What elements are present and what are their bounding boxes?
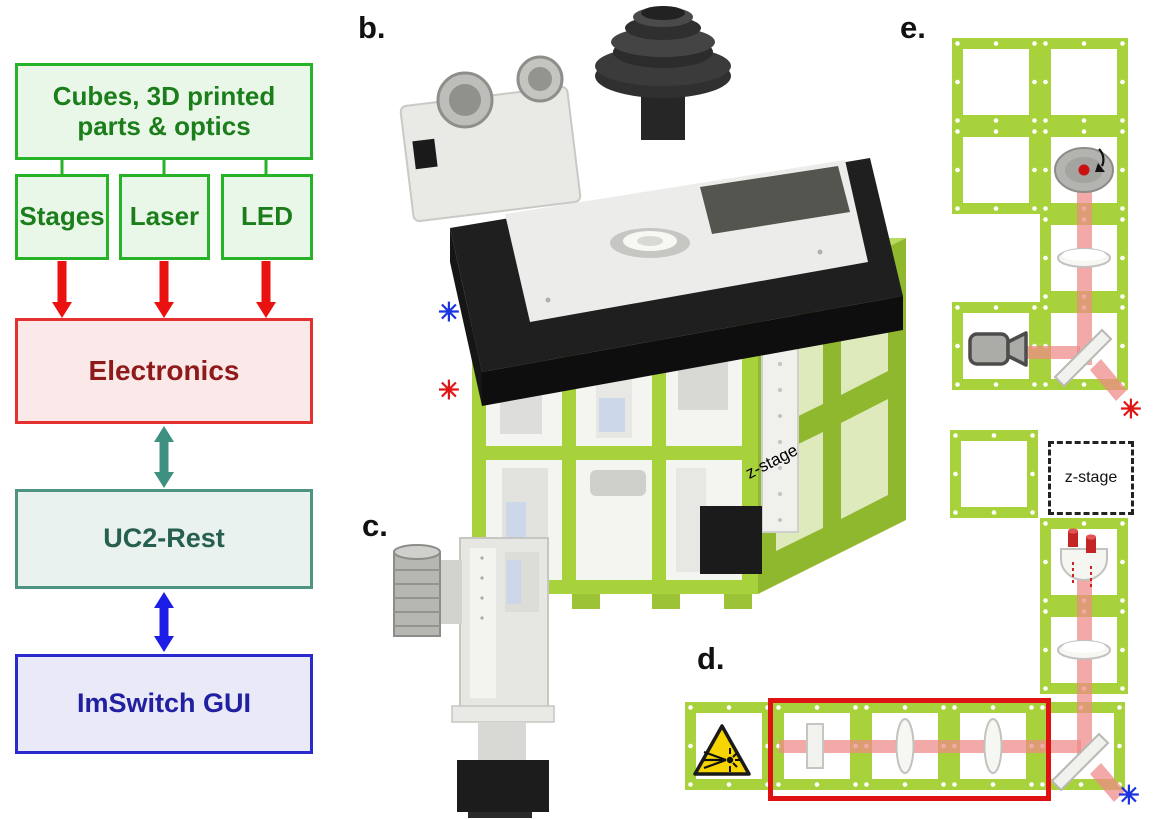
flow-box-laser: Laser (119, 174, 210, 260)
red-highlight-outline (768, 698, 1051, 801)
sample-stage-plate (505, 160, 868, 322)
mirror-45-icon (1050, 732, 1110, 792)
camera-icon (968, 331, 1028, 367)
motor-cylinder-icon (393, 544, 441, 637)
flow-box-cubes: Cubes, 3D printed parts & optics (15, 63, 313, 160)
mirror-45-icon (1053, 328, 1113, 388)
red-down-arrows (52, 261, 276, 318)
z-stage-dashed-box: z-stage (1048, 441, 1134, 515)
panel-label-b: b. (358, 10, 386, 45)
rotatable-mirror-icon (1054, 147, 1114, 193)
teal-double-arrow (154, 426, 174, 488)
laser-warning-icon (693, 724, 751, 776)
lens-icon (1057, 248, 1111, 268)
blue-asterisk-icon: ✳ (1118, 780, 1140, 810)
flow-box-uc2-rest: UC2-Rest (15, 489, 313, 589)
filter-cube-icon (1060, 528, 1108, 588)
z-stage-label-d: z-stage (1064, 469, 1118, 486)
flow-box-electronics: Electronics (15, 318, 313, 424)
panel-c-assembly (393, 537, 555, 818)
blue-double-arrow (154, 592, 174, 652)
panel-label-e: e. (900, 10, 926, 45)
red-asterisk-icon: ✳ (438, 375, 460, 405)
flow-connectors (52, 160, 276, 652)
panel-b-assembly (399, 6, 906, 609)
lens-icon (895, 718, 1003, 774)
optic-mount-icon (806, 723, 824, 769)
knob-icon (436, 55, 564, 129)
panel-label-c: c. (362, 508, 388, 543)
eyepiece-stack-icon (595, 6, 731, 140)
panel-label-d: d. (697, 641, 725, 676)
flow-box-led: LED (221, 174, 313, 260)
blue-asterisk-icon: ✳ (438, 297, 460, 327)
red-asterisk-icon: ✳ (1120, 394, 1142, 424)
flow-box-stages: Stages (15, 174, 109, 260)
flow-box-imswitch-gui: ImSwitch GUI (15, 654, 313, 754)
motor-block (700, 506, 762, 574)
lens-icon (1057, 640, 1111, 660)
